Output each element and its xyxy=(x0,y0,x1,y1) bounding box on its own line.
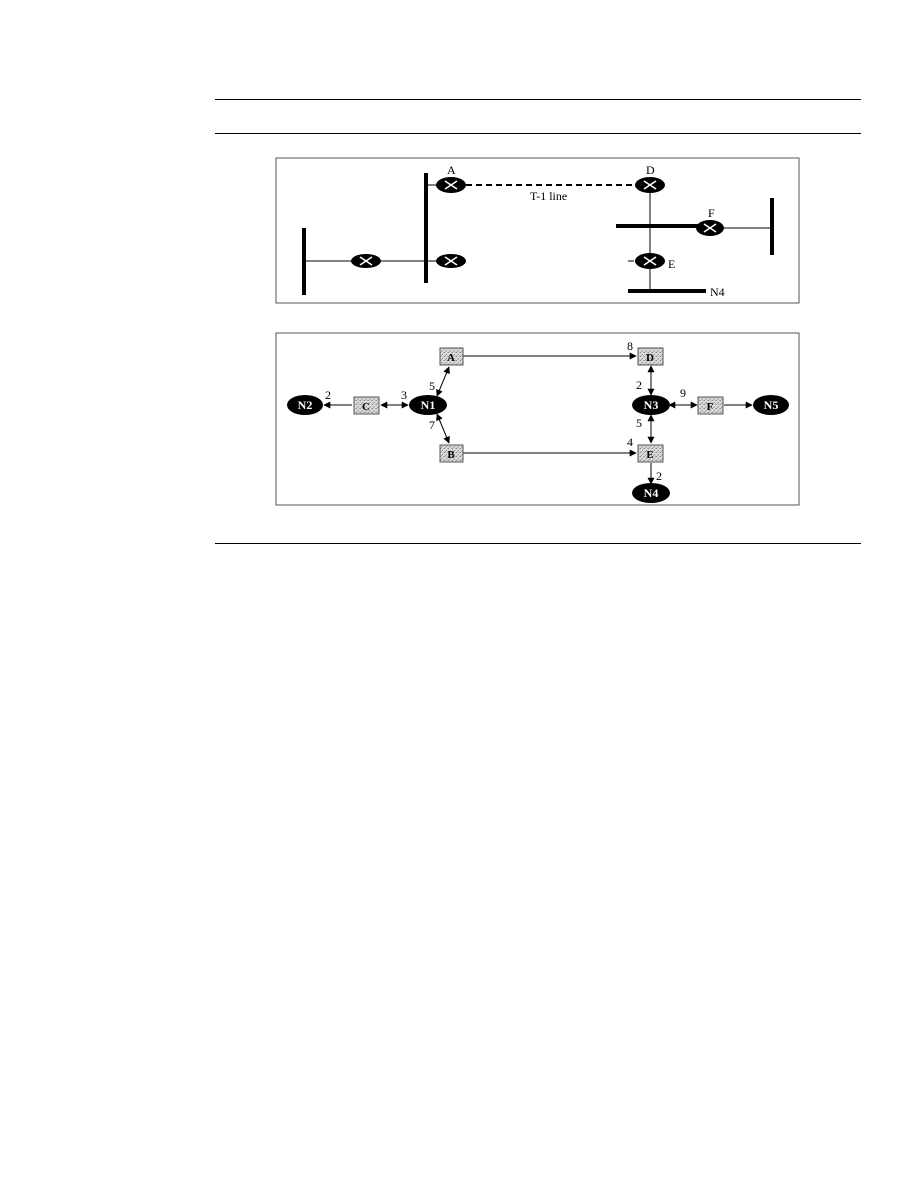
router-node-a: A xyxy=(439,347,464,366)
cost-b-e: 4 xyxy=(627,435,633,449)
router-a-icon xyxy=(436,177,466,193)
cost-n2-c: 2 xyxy=(325,388,331,402)
network-node-n3-label: N3 xyxy=(644,398,659,412)
router-node-c: C xyxy=(353,396,380,415)
graph-diagram: N2 N1 N3 N5 N4 A B C xyxy=(275,332,800,506)
cost-a-d: 8 xyxy=(627,339,633,353)
cost-n3-e: 5 xyxy=(636,416,642,430)
edge-n1-a xyxy=(436,366,450,397)
network-node-n3: N3 xyxy=(632,395,670,415)
cost-d-n3: 2 xyxy=(636,378,642,392)
n4-network-label: N4 xyxy=(710,285,725,299)
router-a-label: A xyxy=(447,163,456,177)
lan-bar-n4 xyxy=(628,289,706,293)
t1-line-label: T-1 line xyxy=(530,189,567,203)
router-node-f-label: F xyxy=(707,401,714,413)
cost-n1-b: 7 xyxy=(429,418,435,432)
physical-network-diagram: A D E F T-1 line N4 xyxy=(275,157,800,304)
bottom-rule xyxy=(215,543,861,544)
network-node-n2-label: N2 xyxy=(298,398,313,412)
network-node-n2: N2 xyxy=(287,395,323,415)
router-d-label: D xyxy=(646,163,655,177)
router-f-icon xyxy=(696,220,724,236)
router-node-b-label: B xyxy=(447,449,455,461)
router-node-d-label: D xyxy=(646,352,654,364)
cost-e-n4: 2 xyxy=(656,469,662,483)
router-e-label: E xyxy=(668,257,675,271)
router-f-label: F xyxy=(708,206,715,220)
cost-n3-f: 9 xyxy=(680,386,686,400)
router-b-icon xyxy=(436,254,466,268)
top-rule-2 xyxy=(215,133,861,134)
cost-c-n1: 3 xyxy=(401,388,407,402)
lan-bar-n3 xyxy=(616,224,706,228)
router-node-c-label: C xyxy=(362,401,370,413)
cost-n1-a: 5 xyxy=(429,379,435,393)
top-diagram-frame xyxy=(275,157,800,304)
lan-bar-n5 xyxy=(770,198,774,255)
router-node-f: F xyxy=(697,396,724,415)
bottom-diagram-frame xyxy=(275,332,800,506)
network-node-n4: N4 xyxy=(632,483,670,503)
router-c-icon xyxy=(351,254,381,268)
top-rule-1 xyxy=(215,99,861,100)
network-node-n5-label: N5 xyxy=(764,398,779,412)
router-d-icon xyxy=(635,177,665,193)
router-node-d: D xyxy=(637,347,664,366)
network-node-n4-label: N4 xyxy=(644,486,659,500)
router-e-icon xyxy=(635,253,665,269)
network-node-n1: N1 xyxy=(409,395,447,415)
router-node-a-label: A xyxy=(447,352,455,364)
lan-bar-far-left xyxy=(302,228,306,295)
network-node-n5: N5 xyxy=(753,395,789,415)
router-node-e: E xyxy=(637,444,664,463)
router-node-e-label: E xyxy=(646,449,653,461)
lan-bar-n1 xyxy=(424,173,428,283)
router-node-b: B xyxy=(439,444,464,463)
edge-n1-b xyxy=(436,413,450,444)
network-node-n1-label: N1 xyxy=(421,398,436,412)
